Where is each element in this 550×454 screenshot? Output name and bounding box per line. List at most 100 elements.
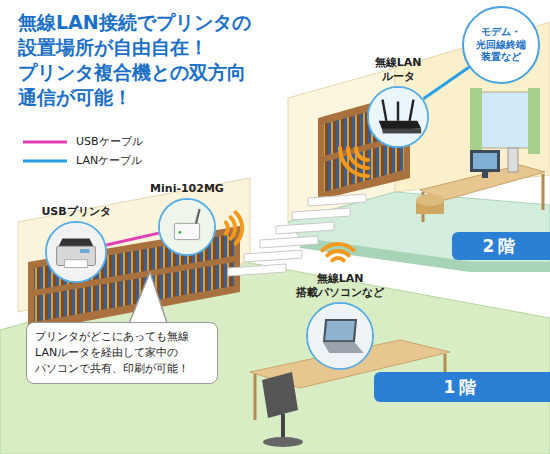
text-run: 装置など	[481, 51, 521, 62]
text-run: USBプリンタ	[41, 205, 110, 218]
legend-text: LANケーブル	[76, 153, 142, 168]
text-run: Mini-102MG	[150, 182, 224, 195]
drawing-line	[254, 374, 257, 420]
printer-callout: USBプリンタ	[34, 205, 118, 283]
node-heading: 無線LAN 搭載パソコンなど	[290, 272, 390, 300]
drawing-line	[410, 99, 414, 120]
legend: USBケーブル LANケーブル	[22, 132, 143, 170]
drawing-line	[23, 159, 67, 162]
drawing-polygon	[325, 321, 355, 340]
drawing-ellipse	[263, 437, 303, 447]
drawing-circle	[178, 231, 181, 234]
node-heading: Mini-102MG	[145, 182, 229, 196]
drawing-line	[196, 209, 200, 223]
text-run: 無線LAN	[317, 272, 364, 285]
drawing-polygon	[260, 236, 318, 248]
drawing-rect	[308, 304, 372, 368]
text-run: 無線LAN	[375, 56, 422, 69]
drawing-rect	[174, 223, 199, 239]
drawing-rect	[160, 200, 214, 254]
drawing-rect	[482, 172, 488, 178]
text-run: プリンタ複合機との双方向	[18, 61, 246, 83]
drawing-rect	[369, 88, 427, 146]
drawing-line	[23, 140, 67, 143]
cable-connector	[106, 233, 158, 245]
drawing-path	[322, 244, 353, 250]
text-run: 搭載パソコンなど	[296, 286, 384, 299]
drawing-line	[542, 174, 545, 210]
text-run: プリンタがどこにあっても無線	[35, 330, 189, 343]
drawing-path	[340, 148, 368, 176]
print-server-callout: Mini-102MG	[145, 182, 229, 256]
drawing-polygon	[262, 372, 298, 418]
drawing-path	[348, 148, 368, 168]
drawing-svg	[308, 304, 372, 368]
node-heading: USBプリンタ	[34, 205, 118, 219]
drawing-line	[383, 99, 387, 120]
drawing-svg	[160, 200, 214, 254]
text-run: 1階	[444, 377, 481, 397]
drawing-line	[281, 414, 285, 440]
drawing-polygon	[244, 250, 302, 262]
text-run: パソコンで共有、印刷が可能！	[35, 362, 189, 375]
legend-text: USBケーブル	[76, 134, 143, 149]
drawing-path	[236, 212, 242, 243]
text-run: USBケーブル	[76, 135, 143, 148]
text-run: 通信が可能！	[18, 86, 132, 108]
text-run: 無線LAN接続でプリンタの	[18, 11, 251, 33]
floor-band: 2階	[452, 232, 550, 260]
drawing-polygon	[308, 194, 366, 206]
text-run: ルータ	[382, 70, 415, 83]
drawing-path	[332, 258, 343, 260]
cable-connector	[423, 67, 468, 99]
legend-line-sample	[22, 137, 68, 147]
drawing-rect	[470, 88, 482, 154]
wifi-waves	[226, 148, 368, 260]
node-label: モデム・ 光回線終端 装置など	[464, 26, 538, 64]
device-picture-circle	[158, 198, 216, 256]
drawing-rect	[80, 249, 90, 253]
router-callout: 無線LAN ルータ	[358, 56, 438, 148]
drawing-path	[226, 222, 228, 233]
drawing-rect	[470, 150, 500, 172]
drawing-rect	[508, 148, 518, 172]
drawing-polygon	[128, 272, 168, 326]
drawing-polygon	[323, 318, 357, 341]
drawing-line	[397, 101, 399, 120]
legend-row: USBケーブル	[22, 132, 143, 151]
drawing-polygon	[0, 262, 550, 454]
laptop-callout: 無線LAN 搭載パソコンなど	[290, 272, 390, 370]
node-heading: 無線LAN ルータ	[358, 56, 438, 84]
text-run: LANケーブル	[76, 154, 142, 167]
device-circle-label: モデム・ 光回線終端 装置など	[462, 6, 540, 84]
drawing-rect	[528, 88, 540, 154]
text-run: モデム・	[481, 26, 521, 37]
drawing-rect	[47, 223, 105, 281]
floor-label: 2階	[483, 235, 520, 258]
drawing-polygon	[276, 222, 334, 234]
device-picture-circle	[306, 302, 374, 370]
drawing-rect	[64, 259, 87, 267]
drawing-rect	[383, 128, 422, 133]
text-run: 2階	[483, 236, 520, 256]
text-run: 設置場所が自由自在！	[18, 36, 208, 58]
drawing-polygon	[292, 208, 350, 220]
floor-label: 1階	[444, 376, 481, 399]
drawing-path	[356, 148, 368, 160]
note-callout: プリンタがどこにあっても無線 LANルータを経由して家中の パソコンで共有、印刷…	[26, 322, 218, 384]
legend-line-sample	[22, 156, 68, 166]
device-picture-circle	[45, 221, 107, 283]
drawing-svg	[369, 88, 427, 146]
drawing-polygon	[228, 264, 286, 276]
device-picture-circle	[367, 86, 429, 148]
drawing-polygon	[324, 140, 404, 192]
drawing-polygon	[59, 238, 94, 246]
title-text: 無線LAN接続でプリンタの 設置場所が自由自在！ プリンタ複合機との双方向 通信…	[18, 10, 318, 110]
note-text: プリンタがどこにあっても無線 LANルータを経由して家中の パソコンで共有、印刷…	[35, 329, 209, 377]
drawing-rect	[473, 153, 497, 169]
text-run: LANルータを経由して家中の	[35, 346, 178, 359]
legend-row: LANケーブル	[22, 151, 143, 170]
drawing-polygon	[323, 342, 364, 353]
